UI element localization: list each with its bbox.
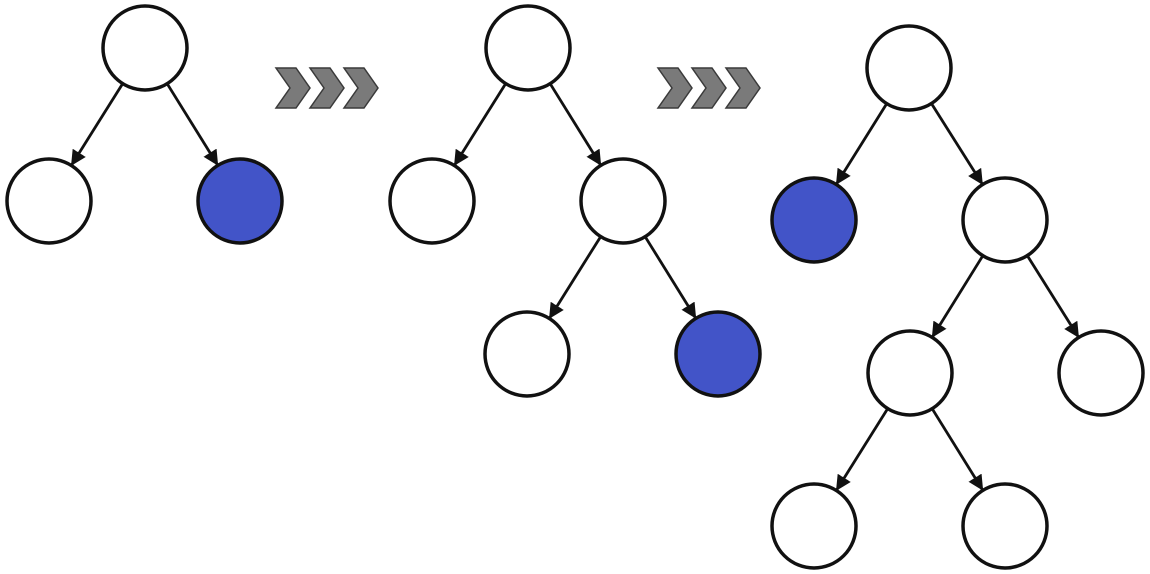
- tree-1-node-root: [101, 4, 189, 92]
- tree-3-node-right-left-left: [770, 482, 858, 570]
- tree-3-edge-right-left-to-right-left-left: [835, 407, 889, 491]
- tree-3-edge-right-left-to-right-left-right: [930, 407, 984, 491]
- tree-2-node-right: [579, 157, 667, 245]
- step-arrow-2: [656, 67, 761, 109]
- tree-2-edge-root-to-right: [548, 82, 602, 166]
- tree-3-edge-root-to-left: [835, 102, 888, 185]
- tree-3-node-right-right: [1057, 329, 1145, 417]
- nodes-layer: [5, 4, 1145, 570]
- tree-3-node-right: [961, 176, 1049, 264]
- triple-chevron-right-icon: [274, 67, 379, 109]
- tree-3-node-left-highlighted: [770, 176, 858, 264]
- tree-2-edge-right-to-right-right: [643, 235, 697, 319]
- tree-3-node-root: [865, 24, 953, 112]
- tree-3-node-right-left-right: [961, 482, 1049, 570]
- tree-2-edge-root-to-left: [453, 82, 507, 166]
- tree-2-node-right-left: [483, 310, 571, 398]
- tree-1-edge-root-to-left: [70, 82, 124, 166]
- tree-3-edge-right-to-right-left: [931, 254, 985, 338]
- tree-2-node-left: [388, 157, 476, 245]
- tree-3-edge-root-to-right: [930, 102, 984, 185]
- tree-3-node-right-left: [866, 329, 954, 417]
- tree-3-edge-right-to-right-right: [1026, 254, 1080, 338]
- tree-2-node-right-right-highlighted: [674, 310, 762, 398]
- tree-1-edge-root-to-right: [165, 82, 219, 166]
- tree-1-node-left: [5, 157, 93, 245]
- triple-chevron-right-icon: [656, 67, 761, 109]
- step-arrow-1: [274, 67, 379, 109]
- tree-1-node-right-highlighted: [196, 157, 284, 245]
- edges-layer: [70, 82, 1080, 491]
- tree-2-edge-right-to-right-left: [548, 235, 602, 319]
- tree-2-node-root: [484, 4, 572, 92]
